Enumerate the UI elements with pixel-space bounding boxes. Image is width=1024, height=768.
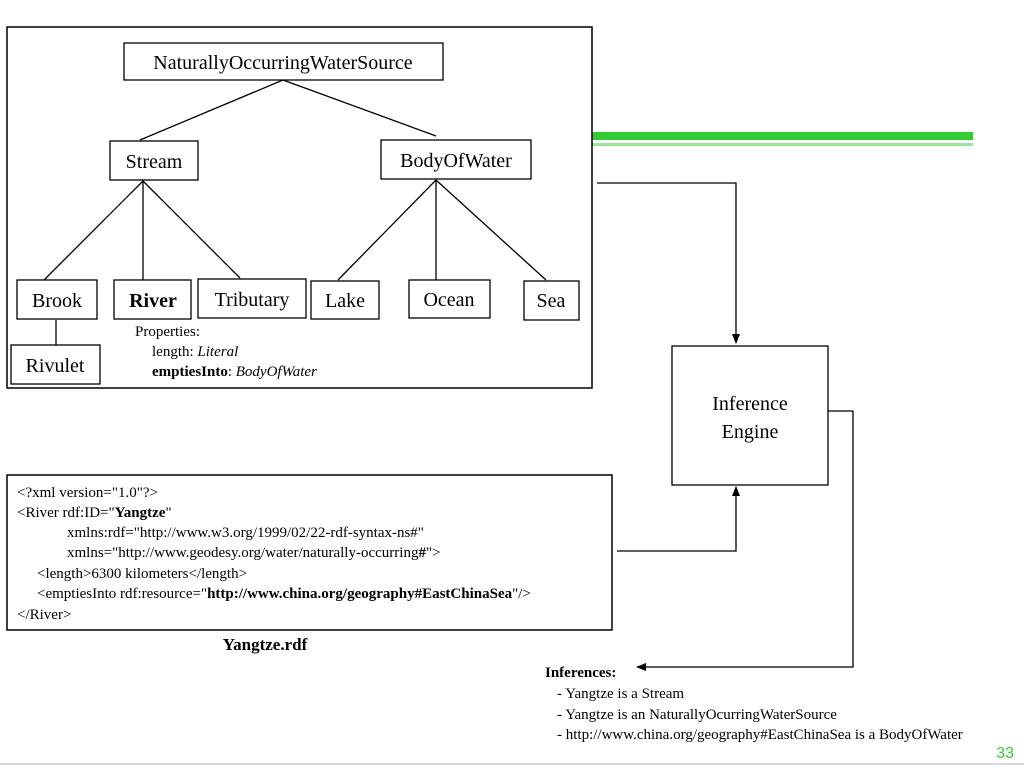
rdf-line-2: <River rdf:ID="Yangtze" [17,505,172,521]
inferences-list: Inferences: - Yangtze is a Stream - Yang… [545,665,963,743]
node-bodyofwater: BodyOfWater [380,139,532,180]
edge-root-stream [139,79,284,141]
rdf-code: <?xml version="1.0"?> <River rdf:ID="Yan… [17,485,531,623]
inferences-title: Inferences: [545,665,616,681]
node-rivulet: Rivulet [10,344,101,385]
node-rivulet-label: Rivulet [26,355,85,377]
rdf-line-3: xmlns:rdf="http://www.w3.org/1999/02/22-… [67,525,424,541]
inference-item: - http://www.china.org/geography#EastChi… [557,727,963,743]
node-stream-label: Stream [126,151,183,173]
taxonomy-frame [6,26,593,389]
edge-root-bodyofwater [282,79,437,137]
rdf-line-6-c: "/> [512,586,531,602]
node-lake: Lake [310,280,380,320]
property-length: length: Literal [152,344,238,360]
properties-title: Properties: [135,324,200,340]
arrow-rdf-to-engine [617,486,740,552]
engine-label-line2: Engine [722,421,779,443]
node-ocean: Ocean [408,279,491,319]
property-empties-sep: : [228,364,236,380]
rdf-line-7: </River> [17,607,71,623]
node-lake-label: Lake [325,290,365,312]
rdf-line-4: xmlns="http://www.geodesy.org/water/natu… [67,545,441,561]
node-river: River [113,279,192,320]
rdf-line-1: <?xml version="1.0"?> [17,485,158,501]
engine-label-line1: Inference [712,393,788,415]
inference-item: - Yangtze is an NaturallyOcurringWaterSo… [557,707,837,723]
inference-item: - Yangtze is a Stream [557,686,684,702]
rdf-line-4-hash: # [418,545,426,561]
arrow-taxonomy-to-engine [597,182,740,344]
tree-edges [43,79,547,345]
rdf-line-4-c: "> [426,545,441,561]
accent-bar [592,132,973,140]
river-properties: Properties: length: Literal emptiesInto:… [135,324,317,380]
accent-bar-thin [592,143,973,146]
edge-stream-brook [43,180,144,281]
node-bodyofwater-label: BodyOfWater [400,150,512,172]
node-brook-label: Brook [32,290,82,312]
property-empties: emptiesInto: BodyOfWater [152,364,317,380]
node-sea: Sea [523,280,580,321]
node-tributary: Tributary [197,278,307,319]
rdf-line-5: <length>6300 kilometers</length> [37,566,247,582]
edge-bodyofwater-sea [435,179,547,281]
property-length-name: length: [152,344,197,360]
rdf-line-6: <emptiesInto rdf:resource="http://www.ch… [37,586,531,602]
rdf-line-6-url: http://www.china.org/geography#EastChina… [207,586,513,602]
property-empties-name: emptiesInto [152,364,228,380]
rdf-frame [6,474,613,631]
property-length-type: Literal [196,344,238,360]
node-river-label: River [129,290,177,312]
node-root: NaturallyOccurringWaterSource [123,42,444,81]
edge-stream-tributary [142,180,241,279]
inference-engine: Inference Engine [671,345,829,486]
node-stream: Stream [109,140,199,181]
rdf-caption: Yangtze.rdf [223,635,308,654]
node-tributary-label: Tributary [215,289,290,311]
property-empties-type: BodyOfWater [236,364,317,380]
node-sea-label: Sea [537,290,566,312]
flow-arrows [597,182,854,671]
rdf-line-2-id: Yangtze [115,505,166,521]
node-brook: Brook [16,279,98,320]
rdf-line-2-a: <River rdf:ID=" [17,505,115,521]
arrow-engine-to-inferences [636,410,854,671]
node-root-label: NaturallyOccurringWaterSource [153,52,413,74]
rdf-line-2-c: " [165,505,171,521]
rdf-line-6-a: <emptiesInto rdf:resource=" [37,586,207,602]
node-ocean-label: Ocean [423,289,474,311]
page-number: 33 [996,745,1014,762]
edge-bodyofwater-lake [337,179,437,281]
rdf-line-4-a: xmlns="http://www.geodesy.org/water/natu… [67,545,419,561]
